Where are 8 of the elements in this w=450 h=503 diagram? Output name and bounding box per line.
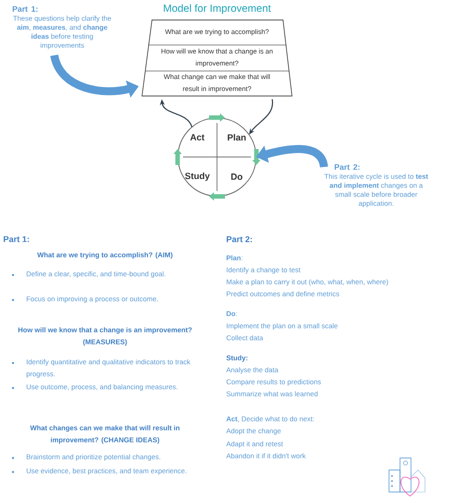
section-heading: Part 1: bbox=[4, 236, 29, 242]
title: Model for Improvement bbox=[164, 4, 271, 14]
quadrant-label: Act bbox=[190, 134, 204, 140]
quadrant-label: Plan bbox=[228, 134, 246, 141]
quadrant-label: Study bbox=[185, 172, 210, 181]
funnel-outline bbox=[142, 20, 292, 96]
section-heading: Part 2: bbox=[226, 236, 252, 242]
quadrant-label: Do bbox=[231, 174, 242, 180]
